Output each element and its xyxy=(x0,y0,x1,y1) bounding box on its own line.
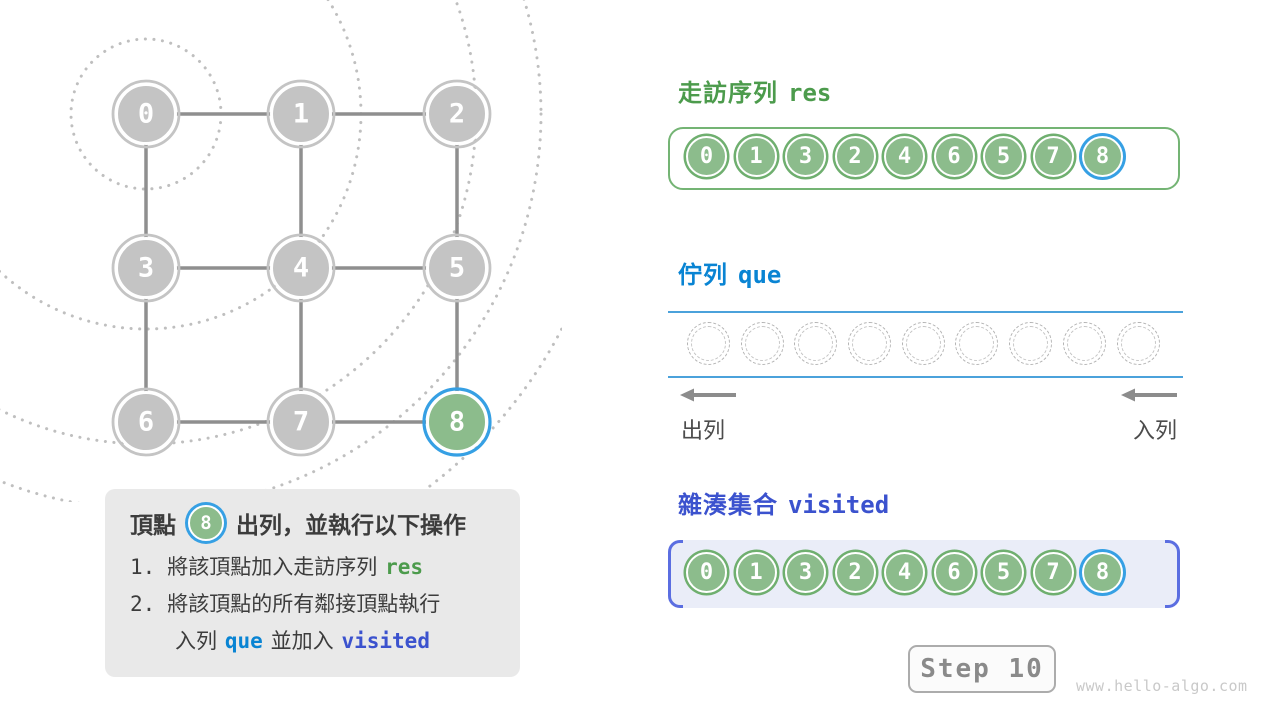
graph-node-ring-2 xyxy=(422,79,492,149)
graph-node-ring-1 xyxy=(266,79,336,149)
node-chip-2: 2 xyxy=(834,136,876,177)
step-label: Step 10 xyxy=(920,654,1044,684)
queue-section-title: 佇列 que xyxy=(678,255,781,290)
visited-right-bracket xyxy=(1165,540,1180,608)
queue-empty-slots xyxy=(687,322,1160,365)
graph-node-5 xyxy=(426,237,488,299)
step-2b-text-1: 入列 xyxy=(175,630,217,653)
node-chip-1: 1 xyxy=(735,552,777,593)
current-node-label: 8 xyxy=(200,512,212,534)
step-2-number: 2. xyxy=(130,592,156,616)
res-section-title: 走訪序列 res xyxy=(678,73,831,108)
node-chip-4: 4 xyxy=(884,552,925,593)
node-chip-7: 7 xyxy=(1032,552,1074,593)
queue-bottom-line xyxy=(668,376,1183,378)
graph-node-ring-0 xyxy=(111,79,181,149)
graph-node-label-7: 7 xyxy=(293,407,309,438)
graph-node-0 xyxy=(115,83,177,145)
graph-node-label-1: 1 xyxy=(293,99,309,130)
graph-node-ring-8 xyxy=(422,387,492,457)
watermark: www.hello-algo.com xyxy=(1076,677,1248,695)
step-1-number: 1. xyxy=(130,555,156,579)
graph-node-2 xyxy=(426,83,488,145)
bfs-level-arc xyxy=(0,0,543,502)
enqueue-label: 入列 xyxy=(1133,418,1178,443)
info-step-2-cont: 入列 que 並加入 visited xyxy=(175,625,432,655)
step-indicator: Step 10 xyxy=(908,645,1056,693)
graph-node-label-4: 4 xyxy=(293,253,309,284)
node-chip-7: 7 xyxy=(1032,136,1074,177)
node-chip-5: 5 xyxy=(983,136,1024,177)
queue-top-line xyxy=(668,311,1183,313)
info-title-suffix: 出列，並執行以下操作 xyxy=(236,512,466,538)
visited-title-code: visited xyxy=(788,491,890,519)
step-2-text: 將該頂點的所有鄰接頂點執行 xyxy=(167,593,441,616)
node-chip-6: 6 xyxy=(933,136,975,177)
graph-node-label-3: 3 xyxy=(138,253,154,284)
graph-node-ring-7 xyxy=(266,387,336,457)
visited-section-title: 雜湊集合 visited xyxy=(678,485,889,520)
current-node-badge: 8 xyxy=(188,505,224,541)
graph-node-label-2: 2 xyxy=(449,99,465,130)
queue-empty-slot xyxy=(1009,322,1053,365)
dequeue-arrow-icon xyxy=(680,388,736,402)
visited-code-token: visited xyxy=(341,629,430,653)
info-title-prefix: 頂點 xyxy=(130,512,176,538)
graph-node-ring-3 xyxy=(111,233,181,303)
graph-node-6 xyxy=(115,391,177,453)
graph-node-1 xyxy=(270,83,332,145)
step-2b-text-2: 並加入 xyxy=(270,630,334,653)
queue-empty-slot xyxy=(740,322,784,365)
graph-node-label-0: 0 xyxy=(138,99,154,130)
queue-empty-slot xyxy=(1062,322,1106,365)
graph-node-8 xyxy=(426,391,488,453)
graph-node-ring-6 xyxy=(111,387,181,457)
queue-empty-slot xyxy=(794,322,838,365)
visited-title-cjk: 雜湊集合 xyxy=(678,492,778,519)
node-chip-3: 3 xyxy=(785,552,826,593)
que-code-token: que xyxy=(224,629,263,653)
res-code-token: res xyxy=(385,555,424,579)
queue-empty-slot xyxy=(687,322,730,365)
graph-node-7 xyxy=(270,391,332,453)
graph-node-ring-5 xyxy=(422,233,492,303)
graph-node-label-6: 6 xyxy=(138,407,154,438)
queue-empty-slot xyxy=(1116,322,1160,365)
operation-info-box: 頂點 8 出列，並執行以下操作 1. 將該頂點加入走訪序列 res 2. 將該頂點的… xyxy=(105,489,520,677)
res-title-cjk: 走訪序列 xyxy=(678,80,778,107)
info-title: 頂點 8 出列，並執行以下操作 xyxy=(130,505,466,541)
info-step-2: 2. 將該頂點的所有鄰接頂點執行 xyxy=(130,588,440,618)
step-1-text: 將該頂點加入走訪序列 xyxy=(167,556,378,579)
graph-node-label-5: 5 xyxy=(449,253,465,284)
node-chip-8: 8 xyxy=(1082,552,1123,593)
node-chip-0: 0 xyxy=(686,552,727,593)
node-chip-3: 3 xyxy=(785,136,826,177)
queue-empty-slot xyxy=(848,322,892,365)
queue-empty-slot xyxy=(955,322,999,365)
node-chip-6: 6 xyxy=(933,552,975,593)
graph-node-4 xyxy=(270,237,332,299)
queue-title-cjk: 佇列 xyxy=(678,262,728,289)
node-chip-1: 1 xyxy=(735,136,777,177)
graph-node-label-8: 8 xyxy=(449,407,465,438)
visited-left-bracket xyxy=(668,540,683,608)
dequeue-label: 出列 xyxy=(681,418,726,443)
bfs-level-arc xyxy=(0,0,478,446)
node-chip-2: 2 xyxy=(834,552,876,593)
node-chip-0: 0 xyxy=(686,136,727,177)
queue-empty-slot xyxy=(901,322,945,365)
graph-node-ring-4 xyxy=(266,233,336,303)
node-chip-8: 8 xyxy=(1082,136,1123,177)
graph-canvas: 0 1 2 3 4 5 6 7 8 xyxy=(0,0,562,502)
info-step-1: 1. 將該頂點加入走訪序列 res xyxy=(130,551,425,581)
enqueue-arrow-icon xyxy=(1121,388,1177,402)
node-chip-4: 4 xyxy=(884,136,925,177)
queue-title-code: que xyxy=(738,261,782,289)
graph-node-3 xyxy=(115,237,177,299)
res-title-code: res xyxy=(788,79,832,107)
node-chip-5: 5 xyxy=(983,552,1024,593)
